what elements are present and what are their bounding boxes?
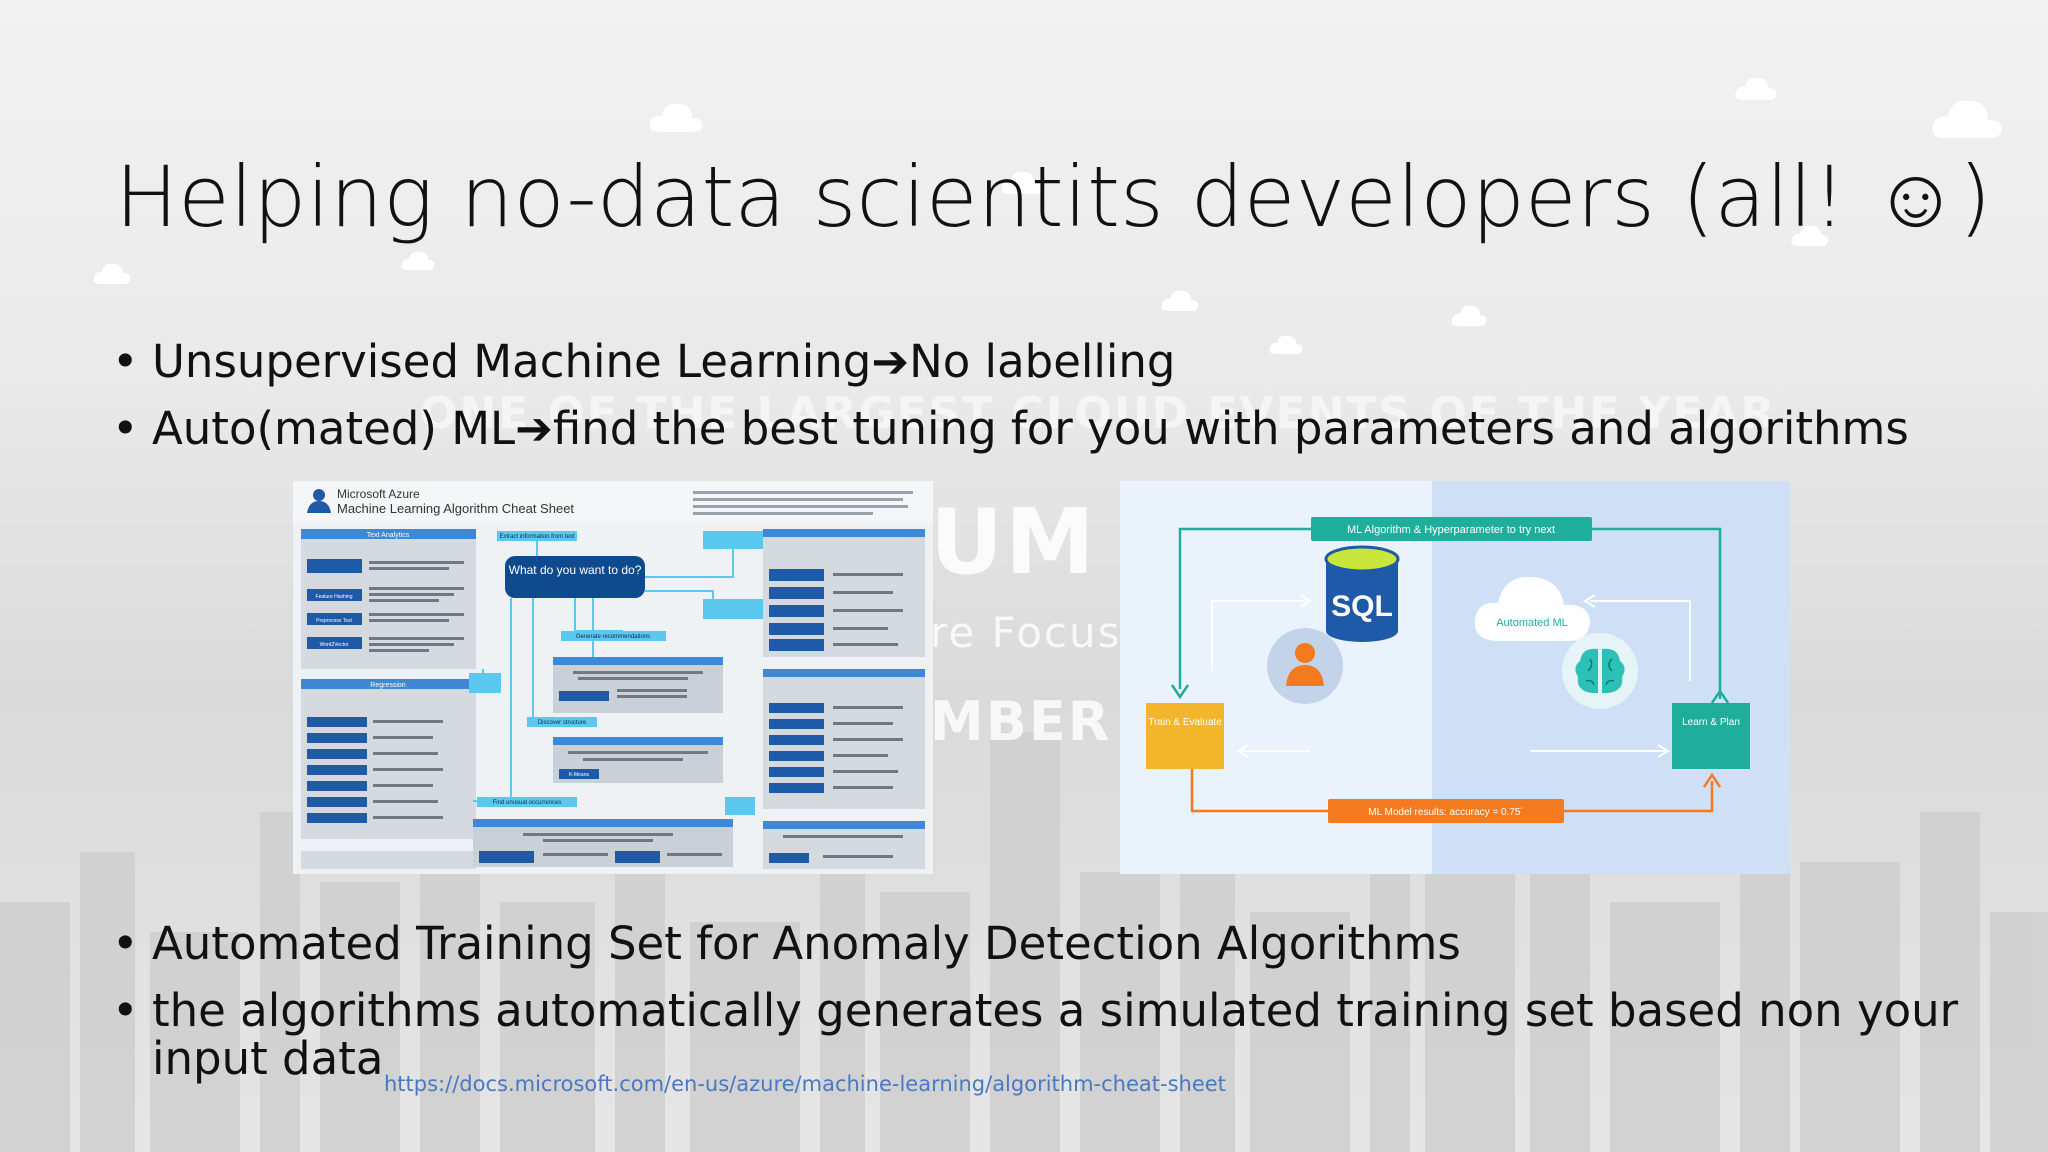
cloud-icon xyxy=(1161,290,1199,311)
slide-title: Helping no-data scientits developers (al… xyxy=(115,148,1992,246)
node-label: Discover structure xyxy=(538,720,587,726)
node-label: Extract information from text xyxy=(499,534,574,540)
cheat-brand: Microsoft Azure xyxy=(337,487,420,501)
bg-event-name: UM xyxy=(930,490,1097,595)
person-icon xyxy=(1267,628,1343,704)
cloud-icon xyxy=(93,263,131,284)
bullet-text: Auto(mated) ML xyxy=(152,402,516,456)
top-label: ML Algorithm & Hyperparameter to try nex… xyxy=(1347,524,1555,536)
cloud-icon xyxy=(1932,100,2002,138)
bullet-list-bottom: Automated Training Set for Anomaly Detec… xyxy=(112,920,1992,1102)
bullet-text: Unsupervised Machine Learning xyxy=(152,335,872,388)
bullet-item: Auto(mated) ML➔find the best tuning for … xyxy=(112,402,2012,456)
brain-icon xyxy=(1562,633,1638,709)
bullet-list-top: Unsupervised Machine Learning➔No labelli… xyxy=(112,338,2012,473)
arrow-icon: ➔ xyxy=(871,335,910,388)
bottom-label: ML Model results: accuracy = 0.75´ xyxy=(1368,806,1524,818)
cloud-icon xyxy=(649,103,703,132)
automated-ml-diagram: ML Algorithm & Hyperparameter to try nex… xyxy=(1120,481,1790,874)
source-link[interactable]: https://docs.microsoft.com/en-us/azure/m… xyxy=(384,1072,1226,1096)
cloud-icon xyxy=(1735,77,1777,100)
item-label: Preprocess Text xyxy=(316,618,352,624)
bullet-item: the algorithms automatically generates a… xyxy=(112,987,1992,1082)
cloud-icon xyxy=(1474,576,1590,641)
right-box-label: Learn & Plan xyxy=(1682,717,1740,728)
panel-label: Regression xyxy=(370,682,406,689)
arrow-icon: ➔ xyxy=(515,402,553,456)
center-question: What do you want to do? xyxy=(509,563,642,577)
node-label: Generate recommendations xyxy=(576,634,650,640)
node-label: Find unusual occurrences xyxy=(493,800,562,806)
cheat-sheet-image: Microsoft Azure Machine Learning Algorit… xyxy=(293,481,933,874)
cloud-icon xyxy=(401,251,435,270)
sql-label: SQL xyxy=(1331,590,1393,623)
panel-label: Text Analytics xyxy=(367,532,410,539)
bullet-item: Automated Training Set for Anomaly Detec… xyxy=(112,920,1992,968)
cheat-title: Machine Learning Algorithm Cheat Sheet xyxy=(337,501,574,516)
cloud-icon xyxy=(1451,305,1487,326)
item-label: Word2Vector xyxy=(320,642,349,648)
azure-user-icon xyxy=(307,489,331,513)
bg-subtitle: re Focus xyxy=(930,608,1122,657)
database-icon xyxy=(1324,545,1400,642)
cloud-label: Automated ML xyxy=(1496,617,1568,629)
bullet-text: No labelling xyxy=(909,335,1176,388)
cloud-icon xyxy=(1791,225,1829,246)
cloud-icon xyxy=(1001,171,1043,194)
item-label: Feature Hashing xyxy=(316,594,353,600)
left-box-label: Train & Evaluate xyxy=(1148,717,1222,728)
bullet-text: find the best tuning for you with parame… xyxy=(552,402,1909,456)
bullet-item: Unsupervised Machine Learning➔No labelli… xyxy=(112,335,2012,388)
item-label: K-Means xyxy=(569,772,590,778)
